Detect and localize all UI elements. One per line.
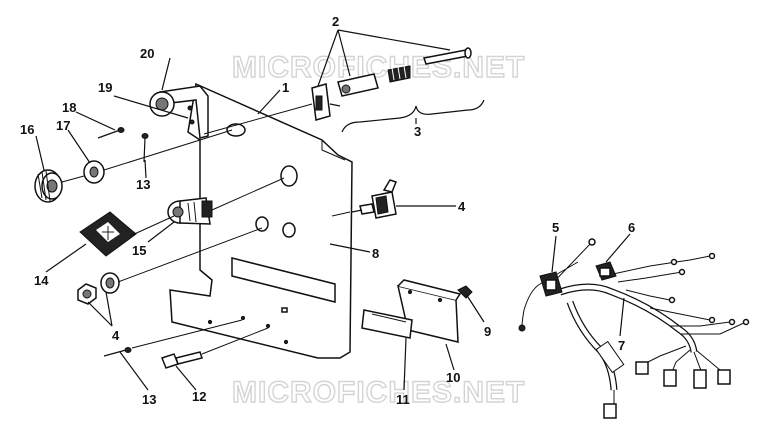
callout-7: 7: [618, 338, 625, 353]
callout-15: 15: [132, 243, 146, 258]
callout-18: 18: [62, 100, 76, 115]
callout-16: 16: [20, 122, 34, 137]
callout-8: 8: [372, 246, 379, 261]
knurled-nut-part-16: [34, 169, 63, 203]
nut-part-9: [457, 285, 473, 299]
callout-13-top: 13: [136, 177, 150, 192]
callout-9: 9: [484, 324, 491, 339]
callout-labels: 1 2 3 4 4 5 6 7 8 9 10 11 12 13 13 14 15…: [20, 14, 635, 407]
callout-3: 3: [414, 124, 421, 139]
switch-assembly-part-2: [311, 47, 472, 121]
watermark-bottom: MICROFICHES.NET: [232, 376, 525, 409]
callout-17: 17: [56, 118, 70, 133]
callout-4-right: 4: [458, 199, 466, 214]
bracket-part-20: [149, 85, 209, 139]
bracket-part-10: [397, 279, 462, 343]
wiring-harness-part-7: [518, 238, 750, 419]
callout-2: 2: [332, 14, 339, 29]
nut-part-4-left: [77, 283, 97, 305]
lockwasher-part-4-left: [100, 272, 120, 294]
callout-1: 1: [282, 80, 289, 95]
callout-10: 10: [446, 370, 460, 385]
watermark-top: MICROFICHES.NET: [232, 51, 525, 84]
callout-14: 14: [34, 273, 49, 288]
leader-lines: [35, 29, 631, 391]
ignition-switch-part-15: [167, 197, 213, 225]
screw-part-13-bottom: [103, 347, 132, 357]
screw-part-13-top: [141, 133, 149, 163]
dash-panel: [169, 82, 353, 359]
callout-4-left: 4: [112, 328, 120, 343]
washer-part-17: [83, 160, 105, 184]
callout-13-bottom: 13: [142, 392, 156, 407]
callout-11: 11: [396, 392, 410, 407]
connector-part-6: [595, 261, 617, 281]
brace-part-3: [341, 99, 485, 133]
screw-part-18: [97, 127, 125, 139]
callout-12: 12: [192, 389, 206, 404]
connector-part-5: [539, 271, 563, 297]
bolt-part-12: [161, 351, 203, 369]
callout-5: 5: [552, 220, 559, 235]
callout-6: 6: [628, 220, 635, 235]
toggle-switch-part-4: [351, 179, 397, 219]
callout-19: 19: [98, 80, 112, 95]
callout-20: 20: [140, 46, 154, 61]
decal-part-14: [79, 211, 137, 257]
plate-part-11: [361, 309, 413, 339]
